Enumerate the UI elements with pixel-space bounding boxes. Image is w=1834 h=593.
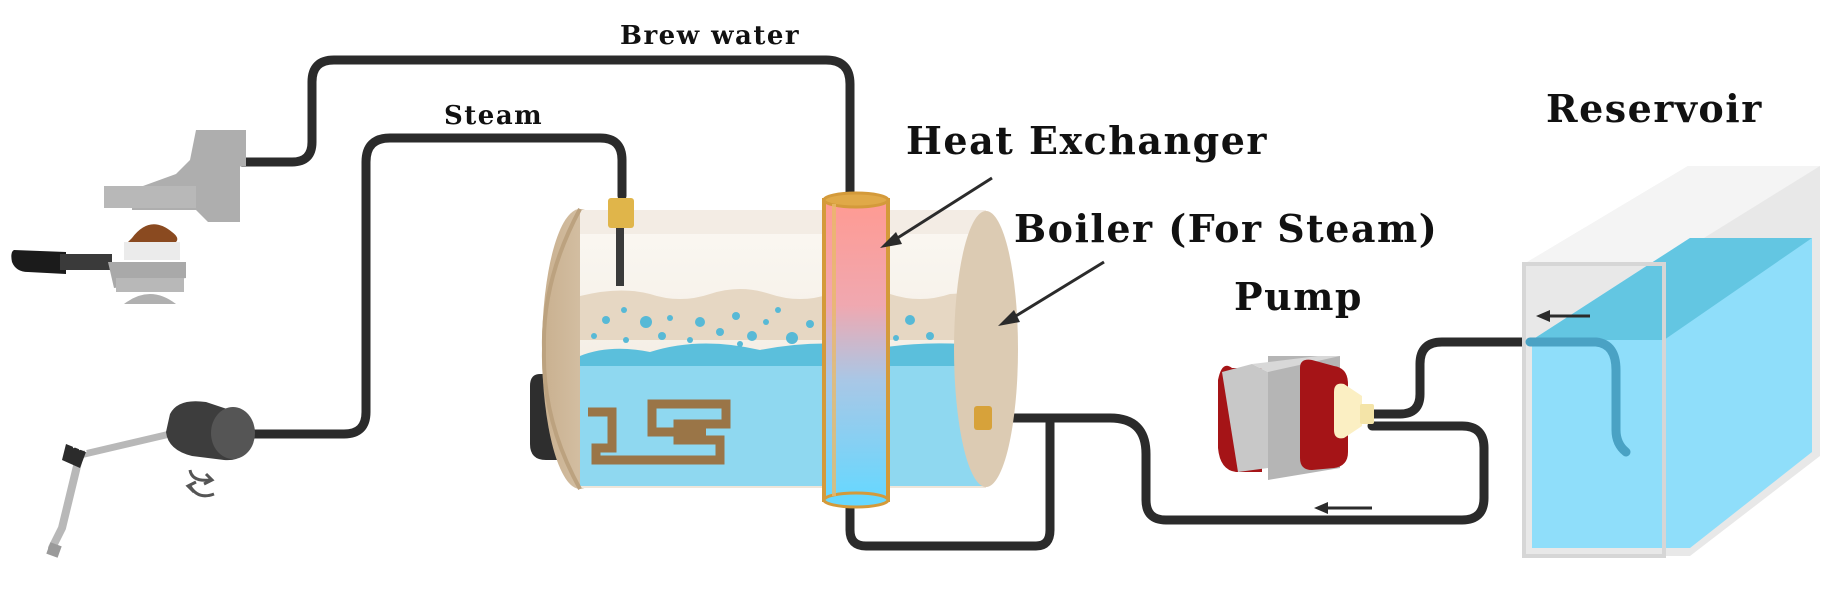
espresso-group-head-icon [104,130,246,222]
pump-outlet-fitting [1360,404,1374,424]
flow-arrows [1314,310,1590,514]
steam-pipe [245,133,627,439]
boiler-feed-pipe [985,413,1489,525]
pump-label: Pump [1234,274,1363,319]
heating-element-icon [588,399,731,465]
reservoir [1522,166,1820,558]
reservoir-label: Reservoir [1546,86,1763,131]
steam-tap-fitting [608,198,634,228]
boiler-inlet-fitting [974,406,992,430]
portafilter-icon [11,250,186,304]
steam-bubbles [591,307,934,347]
coffee-grounds-icon [124,224,180,260]
reservoir-supply-pipe [1367,337,1535,419]
brew-water-pipe [237,55,855,205]
callout-arrows [880,176,1105,326]
steam-knob-icon[interactable] [166,401,255,498]
heat-exchanger-callout-line [887,176,993,246]
heat-exchanger-label: Heat Exchanger [906,118,1268,163]
pump [1218,356,1374,480]
boiler-callout-line [1005,260,1105,324]
heat-exchanger-feed-pipe [845,413,1055,551]
heat-exchanger [822,191,890,509]
steam-label: Steam [444,101,543,131]
brew-water-label: Brew water [620,21,800,51]
boiler-label: Boiler (For Steam) [1014,206,1438,251]
steam-wand-icon [46,430,174,558]
